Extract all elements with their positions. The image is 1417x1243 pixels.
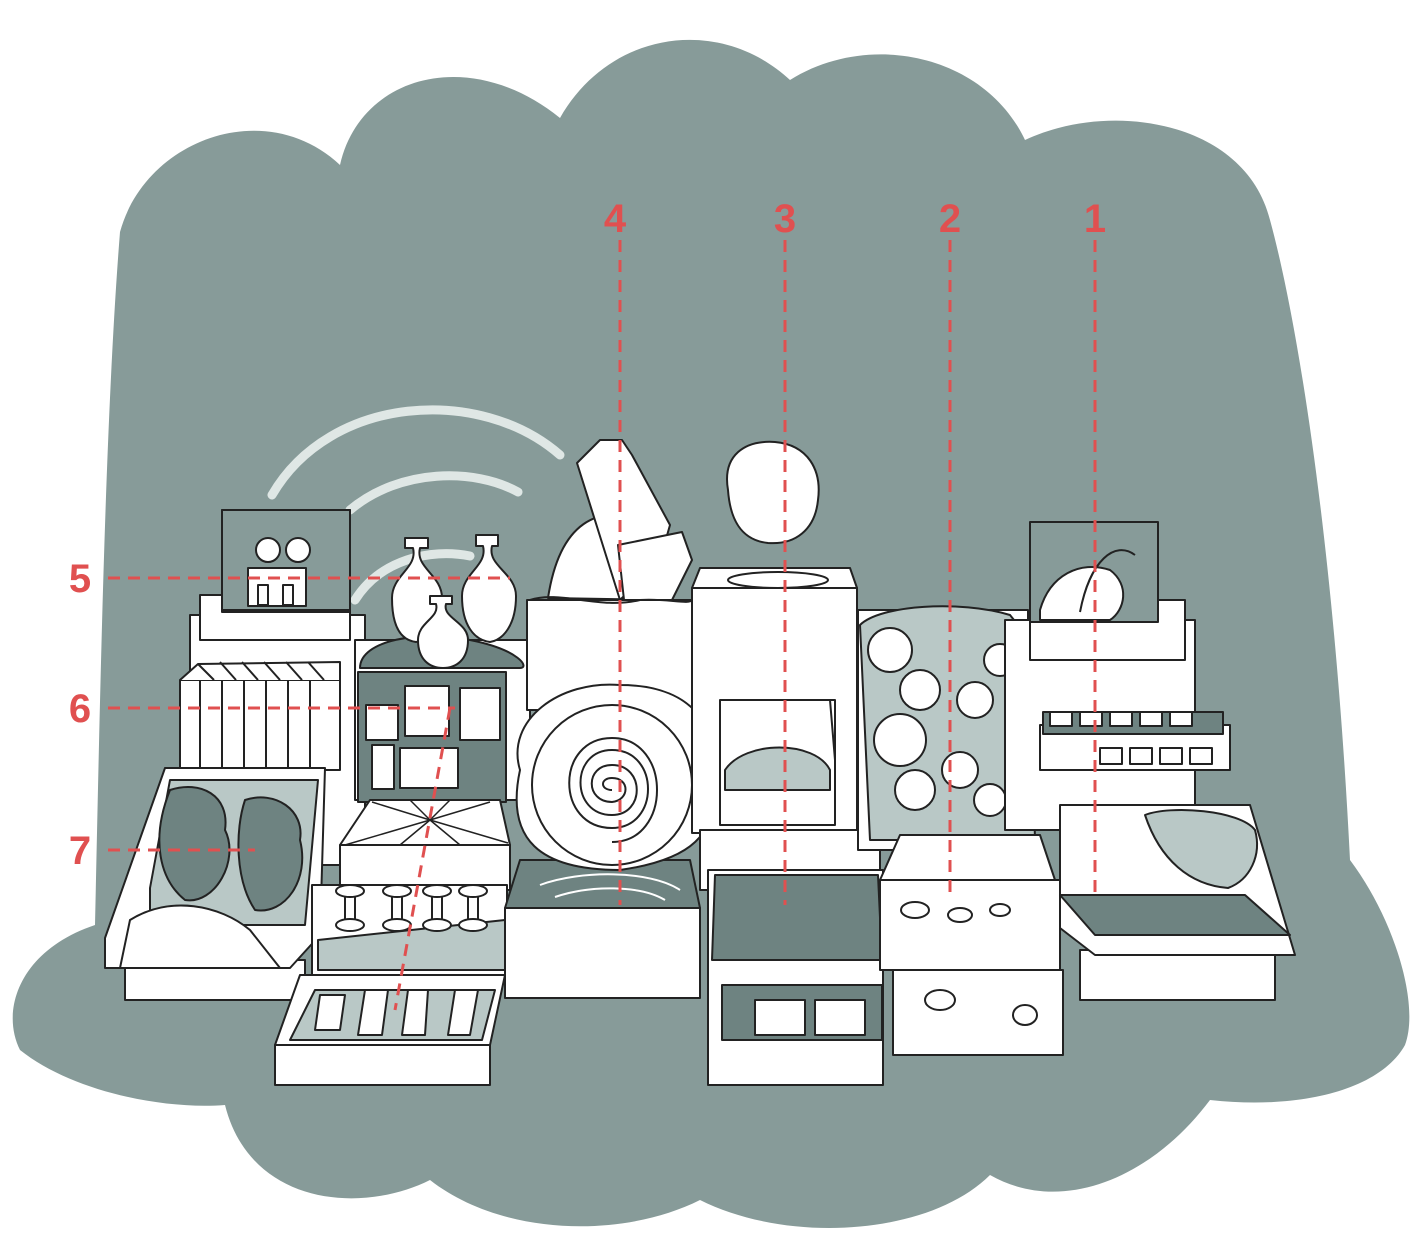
callout-line-6-tail [393,707,452,1011]
callout-label-1: 1 [1084,197,1106,241]
bones-box-lower [274,974,506,1086]
frames-display [357,671,507,803]
spiral-display [504,683,715,999]
callout-lines [108,240,1097,1011]
orb [726,440,820,545]
rays-box [339,799,511,891]
books-display [179,661,341,771]
center-pedestal [691,567,884,1086]
callout-label-4: 4 [604,197,627,241]
tile-grid-box [1039,711,1231,771]
signal-arcs [267,405,565,605]
brain-coral-box [1059,804,1296,1001]
shell-rock-column [857,605,1064,1056]
callout-label-7: 7 [69,829,91,873]
callout-label-6: 6 [69,687,91,731]
callout-label-5: 5 [69,557,91,601]
callout-label-2: 2 [939,197,961,241]
crystal-display [526,439,693,711]
leaf-box [104,767,326,1001]
callout-label-3: 3 [774,197,796,241]
